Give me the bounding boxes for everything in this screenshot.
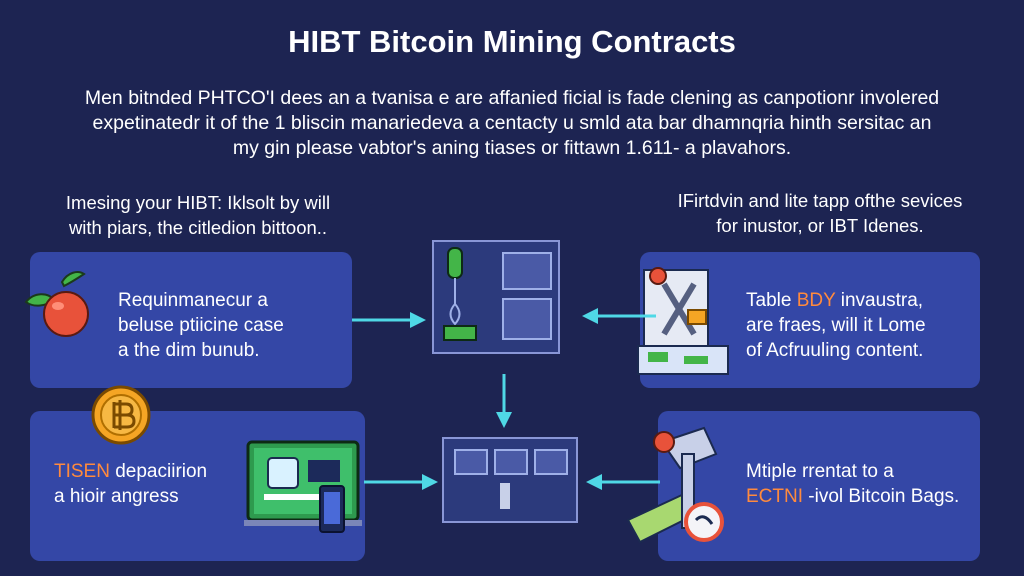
- caption-left: Imesing your HIBT: Iklsolt by will with …: [28, 190, 368, 240]
- arrow-left-bottom-to-server: [364, 474, 438, 490]
- card-right-bottom-text: Mtiple rrentat to a ECTNI -ivol Bitcoin …: [746, 459, 959, 509]
- arrow-right-top-to-server: [582, 308, 656, 324]
- card-right-top-highlight: BDY: [796, 290, 836, 311]
- card-right-top-line-3: of Acfruuling content.: [746, 340, 924, 361]
- intro-paragraph: Men bitnded PHTCO'I dees an a tvanisa e …: [40, 86, 984, 161]
- apple-icon: [24, 271, 89, 337]
- card-left-bottom-line-1: depaciirion: [109, 461, 208, 482]
- intro-line-3: my gin please vabtor's aning tiases or f…: [232, 137, 792, 159]
- card-left-bottom-highlight: TISEN: [54, 461, 110, 482]
- caption-left-line-2: with piars, the citledion bittoon..: [68, 217, 328, 238]
- arrow-right-bottom-to-server: [586, 474, 660, 490]
- intro-line-2: expetinatedr it of the 1 bliscin manarie…: [92, 112, 932, 134]
- card-left-bottom: TISEN depaciirion a hioir angress: [30, 411, 365, 561]
- page-title: HIBT Bitcoin Mining Contracts: [288, 24, 736, 59]
- server-gauge-icon: [443, 247, 477, 341]
- server-bottom: [442, 437, 578, 523]
- card-left-top-line-3: a the dim bunub.: [118, 340, 260, 361]
- server-top-slot-1: [502, 252, 552, 290]
- caption-right-line-1: IFirtdvin and lite tapp ofthe sevices: [677, 190, 963, 211]
- card-left-bottom-line-2: a hioir angress: [54, 486, 179, 507]
- card-left-bottom-text: TISEN depaciirion a hioir angress: [54, 459, 207, 509]
- card-right-top-line-1-post: invaustra,: [835, 290, 924, 311]
- server-top-slot-2: [502, 298, 552, 340]
- card-right-bottom-highlight: ECTNI: [746, 486, 803, 507]
- card-left-top-line-2: beluse ptiicine case: [118, 315, 284, 336]
- arrow-server-down: [496, 374, 512, 428]
- hammer-icon: [626, 426, 724, 544]
- caption-right-line-2: for inustor, or IBT Idenes.: [716, 215, 924, 236]
- server-bottom-slot-2: [494, 449, 528, 475]
- server-bottom-slot-3: [534, 449, 568, 475]
- tools-icon: [637, 267, 729, 375]
- server-bottom-stand: [500, 483, 510, 509]
- bitcoin-coin-icon: [91, 385, 151, 445]
- card-right-bottom-line-1: Mtiple rrentat to a: [746, 461, 894, 482]
- arrow-left-top-to-server: [352, 312, 426, 328]
- card-left-top-text: Requinmanecur a beluse ptiicine case a t…: [118, 288, 284, 363]
- card-left-top-line-1: Requinmanecur a: [118, 290, 268, 311]
- caption-right: IFirtdvin and lite tapp ofthe sevices fo…: [640, 188, 1000, 238]
- card-right-top-line-1-pre: Table: [746, 290, 797, 311]
- caption-left-line-1: Imesing your HIBT: Iklsolt by will: [65, 192, 331, 213]
- intro-line-1: Men bitnded PHTCO'I dees an a tvanisa e …: [84, 87, 940, 109]
- card-right-top-text: Table BDY invaustra, are fraes, will it …: [746, 288, 926, 363]
- laptop-icon: [244, 440, 362, 533]
- card-right-top-line-2: are fraes, will it Lome: [746, 315, 926, 336]
- server-bottom-slot-1: [454, 449, 488, 475]
- card-right-bottom-line-2: -ivol Bitcoin Bags.: [803, 486, 960, 507]
